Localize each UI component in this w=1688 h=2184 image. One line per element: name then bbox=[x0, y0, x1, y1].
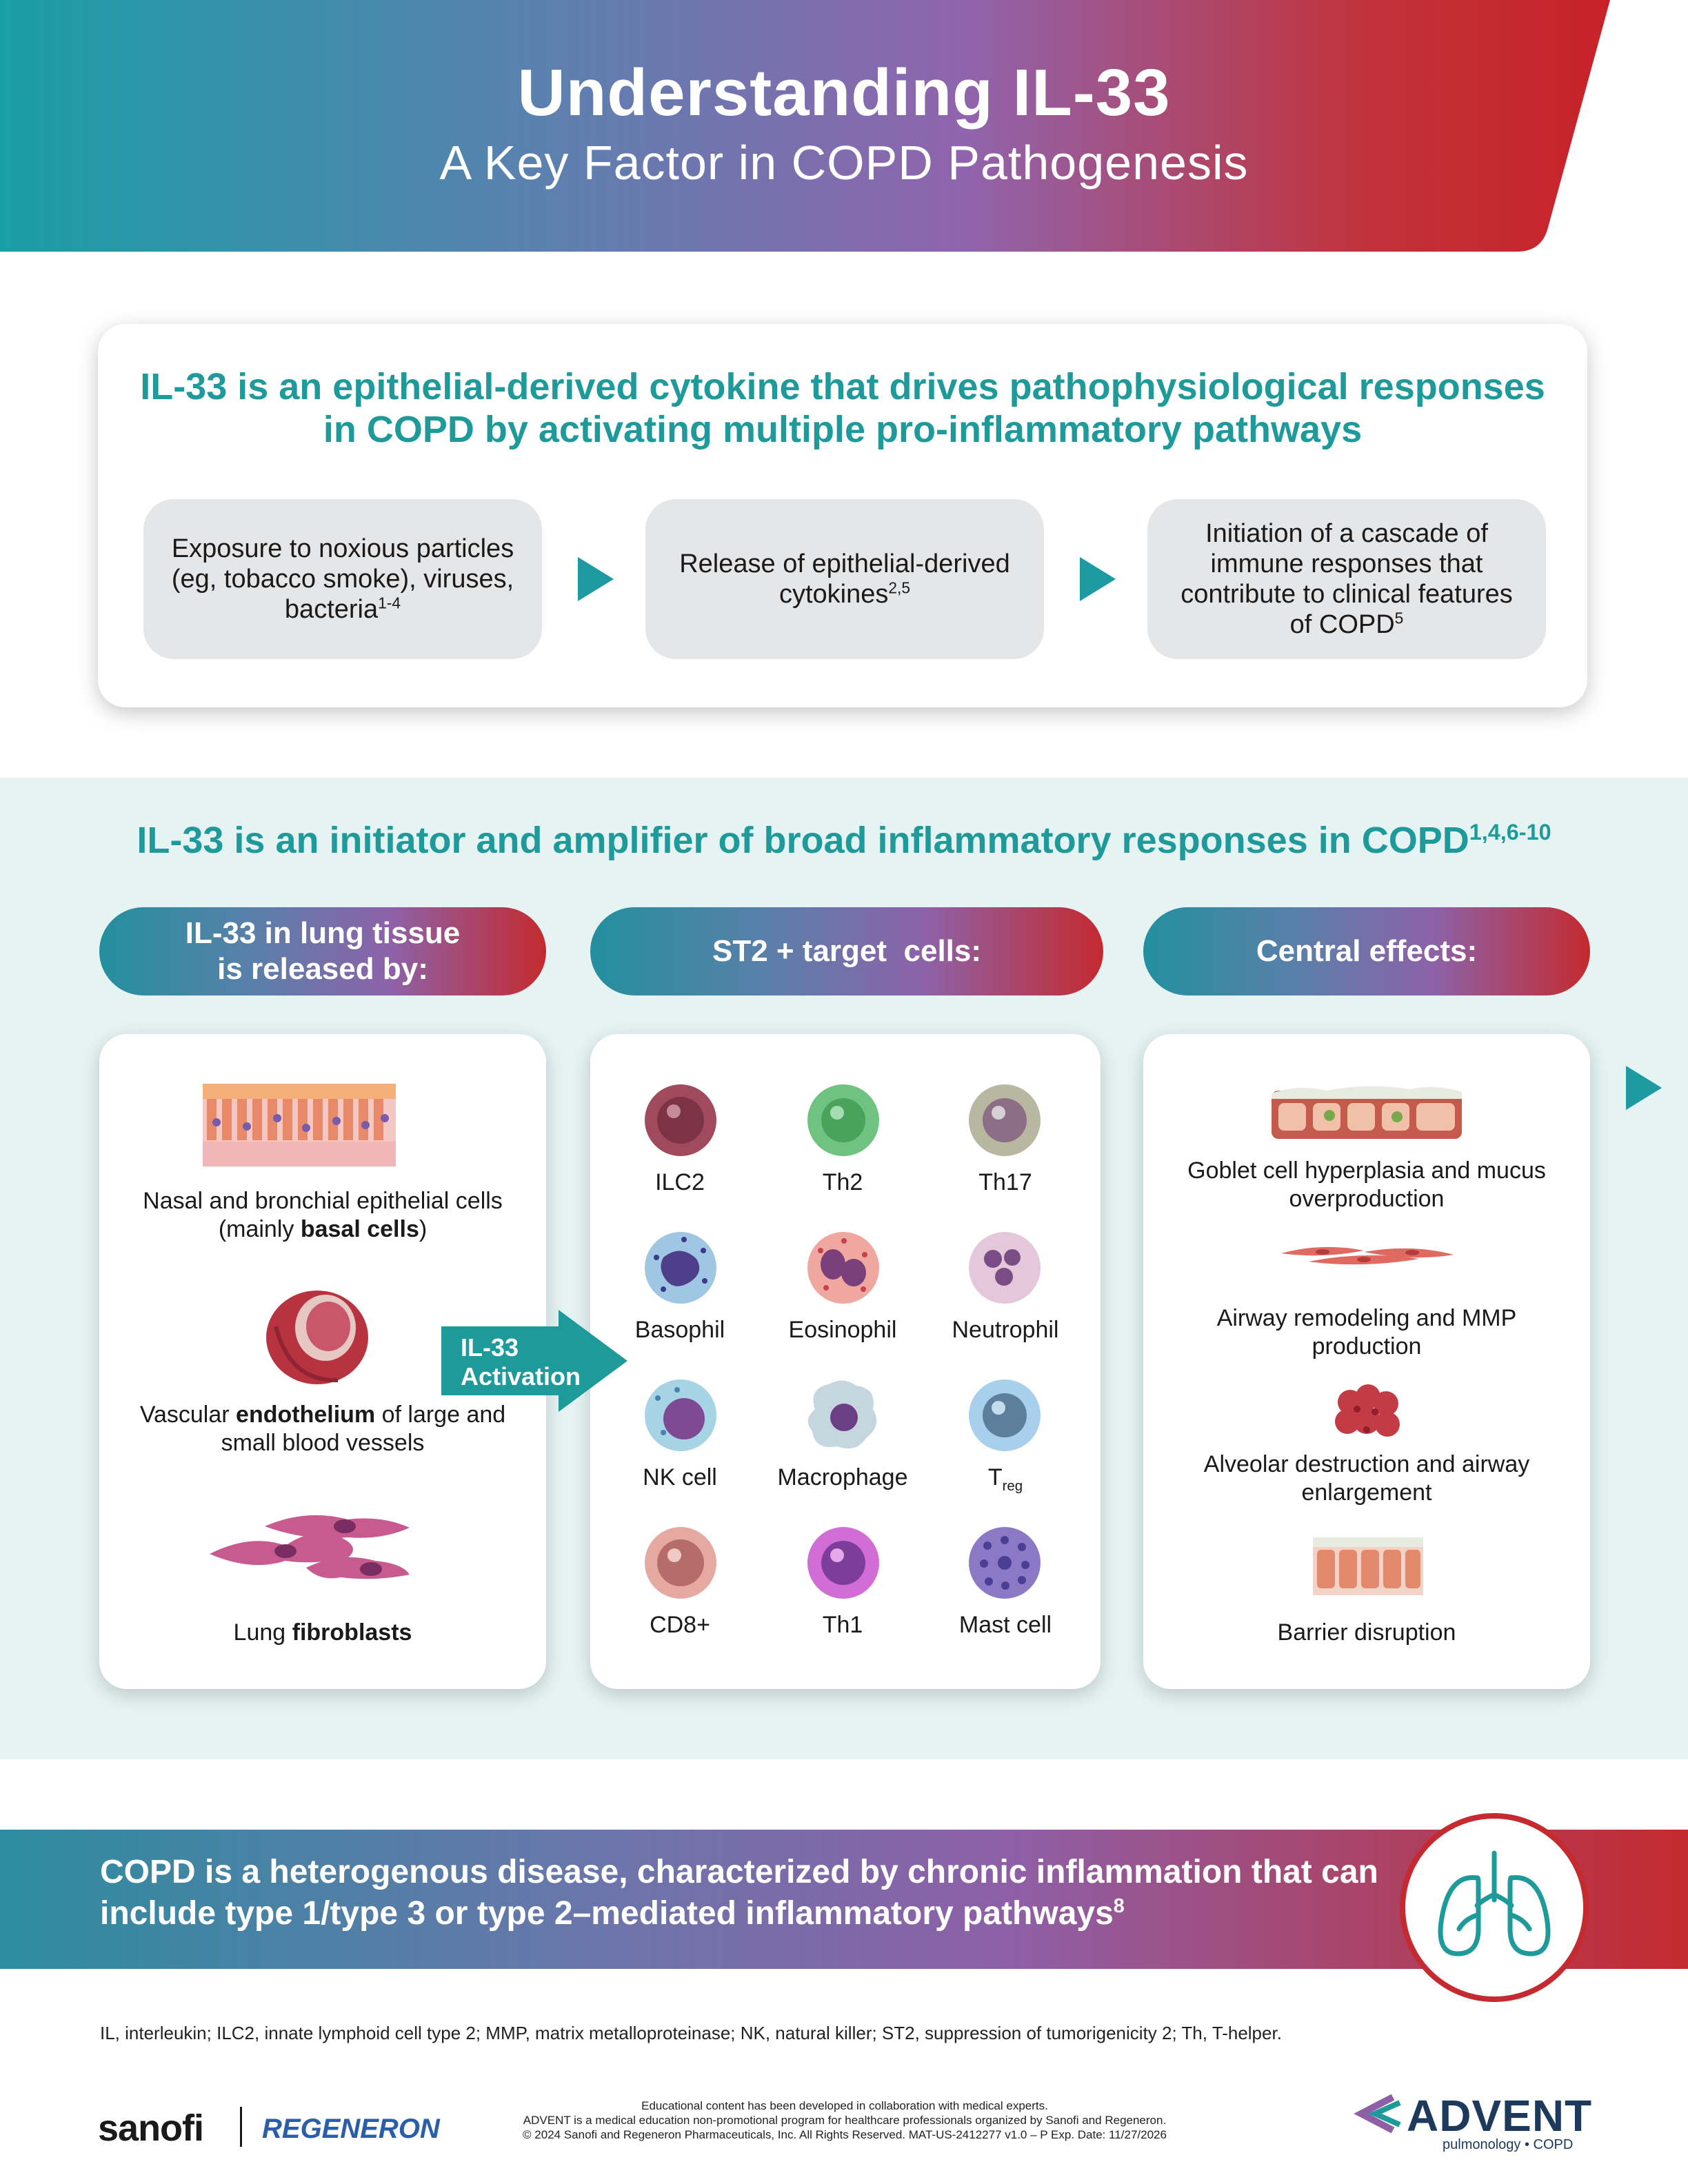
step-exposure-ref: 1-4 bbox=[378, 594, 401, 612]
overview-card: IL-33 is an epithelial-derived cytokine … bbox=[98, 324, 1587, 707]
logo-divider bbox=[240, 2107, 242, 2147]
activation-label: IL-33 Activation bbox=[461, 1333, 581, 1391]
cell-label-th2: Th2 bbox=[822, 1169, 863, 1195]
alveoli-icon bbox=[1335, 1384, 1400, 1437]
smooth-muscle-icon bbox=[1281, 1246, 1454, 1265]
sanofi-logo: sanofi bbox=[98, 2107, 204, 2149]
barrier-icon bbox=[1313, 1537, 1423, 1595]
source-endothelium-label: Vascular endothelium of large and small … bbox=[127, 1401, 519, 1457]
pill-target-cells: ST2 + target cells: bbox=[590, 907, 1103, 995]
summary-text-body: COPD is a heterogenous disease, characte… bbox=[100, 1854, 1378, 1932]
advent-logo-subtitle: pulmonology • COPD bbox=[1443, 2137, 1574, 2152]
cell-icon bbox=[969, 1232, 1041, 1304]
effect-goblet-label: Goblet cell hyperplasia and mucus overpr… bbox=[1187, 1157, 1546, 1212]
advent-logo: ADVENT bbox=[1407, 2091, 1593, 2141]
source-epithelial-text: Nasal and bronchial epithelial cells (ma… bbox=[143, 1188, 503, 1242]
pill-released-by-label: IL-33 in lung tissue is released by: bbox=[185, 916, 461, 986]
effect-remodeling-label: Airway remodeling and MMP production bbox=[1216, 1305, 1517, 1359]
pill-central-effects-label: Central effects: bbox=[1256, 934, 1478, 968]
activation-arrow-icon bbox=[441, 1310, 627, 1412]
footer-line3: © 2024 Sanofi and Regeneron Pharmaceutic… bbox=[523, 2128, 1167, 2141]
cell-label-mast: Mast cell bbox=[958, 1612, 1052, 1638]
cell-label-basophil: Basophil bbox=[634, 1317, 725, 1343]
step-release-text: Release of epithelial-derived cytokines bbox=[679, 549, 1010, 609]
cell-icon bbox=[807, 1232, 879, 1304]
cell-icon bbox=[807, 1527, 879, 1599]
source-fibroblasts-bold: fibroblasts bbox=[292, 1619, 412, 1646]
pill-central-effects: Central effects: bbox=[1143, 907, 1590, 995]
cell-label-eosinophil: Eosinophil bbox=[788, 1317, 897, 1343]
effect-barrier-label: Barrier disruption bbox=[1277, 1619, 1456, 1646]
cell-icon bbox=[969, 1084, 1041, 1156]
overview-heading: IL-33 is an epithelial-derived cytokine … bbox=[140, 366, 1545, 450]
advent-chevron-icon bbox=[1354, 2094, 1401, 2134]
cell-label-cd8: CD8+ bbox=[650, 1612, 710, 1638]
cell-label-treg-sub: reg bbox=[1002, 1478, 1023, 1494]
cell-icon bbox=[807, 1084, 879, 1156]
play-arrow-icon bbox=[1626, 1066, 1662, 1110]
summary-text: COPD is a heterogenous disease, characte… bbox=[100, 1852, 1410, 1934]
play-arrow-icon bbox=[578, 557, 614, 601]
source-epithelial-label: Nasal and bronchial epithelial cells (ma… bbox=[127, 1187, 519, 1244]
blood-vessel-icon bbox=[266, 1291, 368, 1384]
cell-icon bbox=[807, 1380, 877, 1449]
cell-label-treg: Treg bbox=[923, 1464, 1088, 1494]
effect-alveolar-label: Alveolar destruction and airway enlargem… bbox=[1203, 1451, 1530, 1506]
target-cells-column: ILC2 Th2 Th17 Basophil Eosinophil Neutro… bbox=[590, 1034, 1101, 1689]
source-epithelial-tail: ) bbox=[419, 1216, 428, 1242]
source-endothelium-tail: of large and small blood vessels bbox=[221, 1402, 506, 1456]
lungs-icon bbox=[1438, 1850, 1551, 1957]
source-epithelial-bold: basal cells bbox=[300, 1216, 419, 1242]
cell-icon bbox=[645, 1084, 716, 1156]
pill-target-cells-label: ST2 + target cells: bbox=[712, 934, 982, 968]
cell-icon bbox=[645, 1232, 716, 1304]
header-gradient bbox=[0, 0, 1610, 252]
fibroblast-icon bbox=[210, 1515, 410, 1579]
section-heading: IL-33 is an initiator and amplifier of b… bbox=[0, 819, 1688, 862]
page-title: Understanding IL-33 bbox=[517, 56, 1171, 130]
cell-icon bbox=[969, 1379, 1041, 1451]
step-exposure-text: Exposure to noxious particles (eg, tobac… bbox=[171, 534, 514, 624]
goblet-cell-icon bbox=[1272, 1086, 1462, 1139]
pill-released-by: IL-33 in lung tissue is released by: bbox=[99, 907, 546, 995]
summary-ref: 8 bbox=[1113, 1895, 1125, 1917]
cell-label-nk: NK cell bbox=[643, 1464, 717, 1490]
step-cascade-ref: 5 bbox=[1394, 609, 1404, 627]
source-fibroblasts-label: Lung fibroblasts bbox=[127, 1619, 519, 1647]
header-banner: Understanding IL-33 A Key Factor in COPD… bbox=[0, 0, 1688, 252]
step-cascade: Initiation of a cascade of immune respon… bbox=[1147, 499, 1546, 659]
cell-label-th17: Th17 bbox=[978, 1169, 1032, 1195]
cell-label-neutrophil: Neutrophil bbox=[952, 1317, 1059, 1343]
step-exposure: Exposure to noxious particles (eg, tobac… bbox=[143, 499, 542, 659]
source-endothelium-text: Vascular bbox=[139, 1402, 237, 1428]
effects-column: Goblet cell hyperplasia and mucus overpr… bbox=[1143, 1034, 1590, 1689]
cell-label-treg-main: T bbox=[987, 1464, 1003, 1490]
cell-label-macrophage: Macrophage bbox=[777, 1464, 908, 1490]
source-endothelium-bold: endothelium bbox=[236, 1402, 376, 1428]
epithelium-icon bbox=[203, 1084, 396, 1166]
step-release: Release of epithelial-derived cytokines2… bbox=[645, 499, 1044, 659]
cell-icon bbox=[645, 1379, 716, 1451]
footer-note: Educational content has been developed i… bbox=[428, 2099, 1262, 2142]
step-release-ref: 2,5 bbox=[888, 578, 911, 597]
summary-banner: COPD is a heterogenous disease, characte… bbox=[0, 1830, 1688, 1969]
section-heading-text: IL-33 is an initiator and amplifier of b… bbox=[137, 820, 1469, 861]
footer-line1: Educational content has been developed i… bbox=[641, 2099, 1048, 2112]
page-subtitle: A Key Factor in COPD Pathogenesis bbox=[439, 136, 1249, 190]
cell-label-th1: Th1 bbox=[822, 1612, 863, 1638]
play-arrow-icon bbox=[1080, 557, 1116, 601]
abbreviations: IL, interleukin; ILC2, innate lymphoid c… bbox=[100, 2023, 1282, 2043]
cell-icon bbox=[969, 1527, 1041, 1599]
cell-icon bbox=[645, 1527, 716, 1599]
regeneron-logo: REGENERON bbox=[262, 2114, 440, 2144]
inflammation-section: IL-33 is an initiator and amplifier of b… bbox=[0, 778, 1688, 1759]
step-cascade-text: Initiation of a cascade of immune respon… bbox=[1180, 519, 1513, 639]
lungs-badge bbox=[1400, 1813, 1589, 2002]
footer-line2: ADVENT is a medical education non-promot… bbox=[523, 2114, 1167, 2127]
cell-label-ilc2: ILC2 bbox=[655, 1169, 705, 1195]
source-fibroblasts-text: Lung bbox=[233, 1619, 292, 1646]
section-heading-ref: 1,4,6-10 bbox=[1469, 820, 1551, 845]
